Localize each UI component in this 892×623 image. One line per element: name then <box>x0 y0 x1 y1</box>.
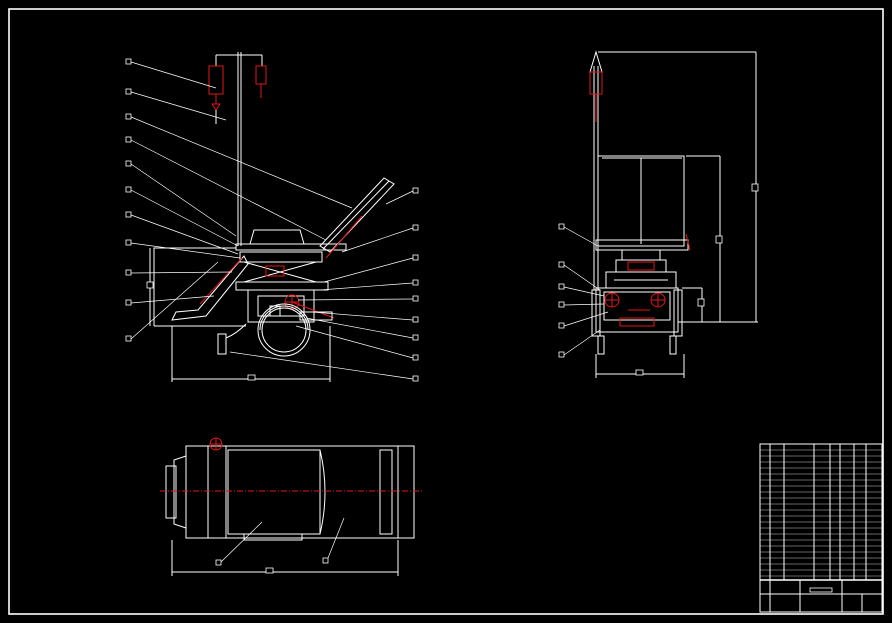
side-base-frame <box>595 287 679 333</box>
side-seat <box>595 239 689 251</box>
side-caster-right <box>669 335 677 355</box>
side-backrest <box>597 155 685 247</box>
front-view <box>146 52 395 382</box>
caster-wheel <box>217 333 227 355</box>
backrest <box>319 177 395 253</box>
iv-bag-left <box>208 65 224 95</box>
footrest-arm <box>171 255 249 321</box>
top-footrest <box>173 455 187 529</box>
seat-cushion <box>249 229 305 245</box>
lift-plate-bottom <box>235 281 329 291</box>
side-view-leaders <box>558 223 609 358</box>
iv-bag-right <box>255 65 267 85</box>
seat-top <box>235 243 347 251</box>
side-lift-head <box>621 249 661 261</box>
top-body-outline <box>185 445 399 539</box>
lift-plate-top <box>239 251 323 263</box>
scissor-arm-b <box>243 261 317 283</box>
top-seat <box>227 449 321 535</box>
lift-cylinder <box>265 265 285 277</box>
main-wheel <box>257 303 311 357</box>
side-iv-bag <box>589 71 603 95</box>
side-battery <box>619 317 655 327</box>
drawing-frame <box>8 8 884 615</box>
front-view-leaders <box>125 58 419 382</box>
battery-box <box>247 289 315 323</box>
base-outline <box>153 247 236 326</box>
side-wheel-left <box>591 289 601 337</box>
side-view <box>589 50 759 378</box>
side-caster-left <box>597 335 605 355</box>
top-view <box>160 437 424 576</box>
side-wheel-right <box>673 289 683 337</box>
title-block <box>759 443 883 613</box>
